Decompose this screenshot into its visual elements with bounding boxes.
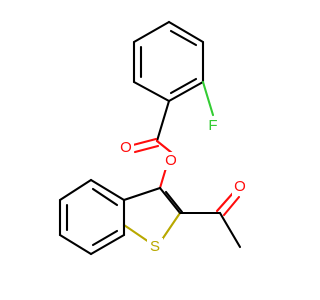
bond — [218, 211, 242, 249]
ketone-oxygen-label: O — [234, 178, 246, 195]
bond — [155, 99, 171, 143]
bond — [58, 178, 93, 202]
atom-sulfur: S — [147, 238, 163, 256]
bond-ester-oxygen-c3 — [158, 166, 168, 190]
bond — [91, 187, 119, 207]
atom-ester-carbonyl-oxygen: O — [118, 139, 134, 157]
ester-carbonyl-oxygen-label: O — [120, 139, 132, 156]
atom-ketone-oxygen: O — [232, 178, 248, 196]
bond-to-sulfur — [159, 211, 182, 243]
bond — [169, 29, 198, 47]
bond — [169, 77, 198, 95]
molecule-structure: F O O O S — [58, 20, 248, 256]
bond — [164, 190, 184, 214]
bond — [167, 80, 205, 103]
benzothiophene — [58, 178, 184, 256]
bond-ester-carbonyl — [133, 144, 160, 154]
bond — [91, 229, 119, 247]
bond-to-fluorine — [201, 80, 215, 117]
bond — [167, 20, 205, 44]
bond — [58, 233, 93, 256]
bond-to-sulfur — [122, 223, 151, 244]
bond-ester-carbonyl — [131, 137, 158, 147]
bond — [89, 233, 126, 256]
acetyl-group — [178, 191, 242, 249]
bond — [122, 186, 162, 202]
bond — [89, 178, 126, 202]
bond-ketone-carbonyl — [222, 195, 241, 217]
molecule-svg: F O O O S — [58, 20, 248, 256]
atom-fluorine: F — [205, 117, 221, 135]
sulfur-label: S — [150, 238, 160, 255]
ester-bridge-oxygen-label: O — [165, 152, 177, 169]
fluorophenyl-ring — [132, 20, 205, 103]
bond — [132, 20, 171, 44]
atom-ester-bridge-oxygen: O — [163, 152, 179, 170]
bond — [132, 80, 171, 103]
fluorine-label: F — [208, 117, 217, 134]
bond — [158, 186, 182, 215]
bond-ketone-carbonyl — [215, 191, 235, 213]
bond-ester-oxygen — [155, 139, 174, 155]
